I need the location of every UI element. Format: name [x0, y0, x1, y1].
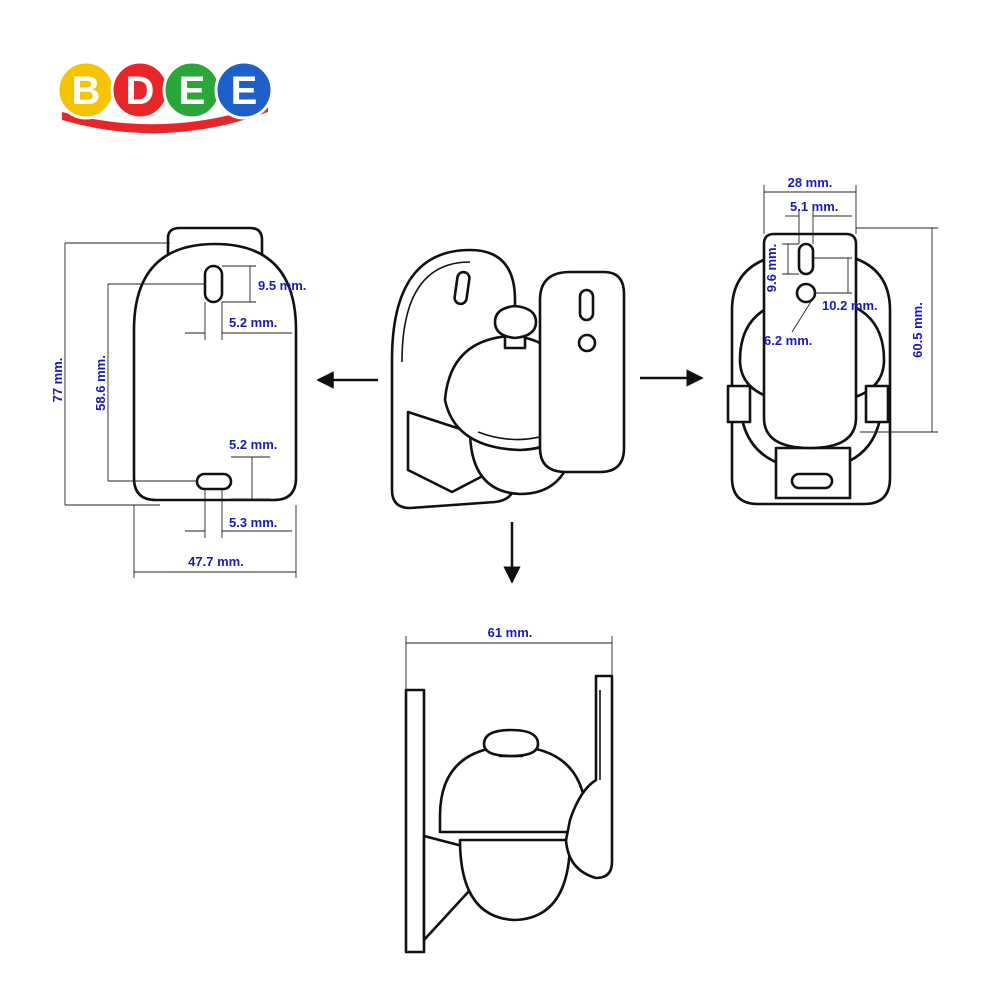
dim-hole-diameter: 6.2 mm. — [764, 333, 812, 348]
logo-swoosh — [62, 104, 268, 134]
back-plate — [132, 242, 298, 502]
perspective-speaker-plate — [538, 270, 626, 474]
dim-depth: 61 mm. — [488, 625, 533, 640]
front-slot — [797, 242, 815, 276]
dim-slot-width: 5.1 mm. — [790, 199, 838, 214]
side-view: 61 mm. — [404, 625, 614, 954]
dim-plate-width: 28 mm. — [788, 175, 833, 190]
front-view: 28 mm. 5.1 mm. 9.6 mm. 10.2 mm. 6.2 mm. … — [726, 175, 938, 506]
dim-hole-offset: 10.2 mm. — [822, 298, 878, 313]
front-arm-left — [726, 384, 752, 424]
dim-width: 47.7 mm. — [188, 554, 244, 569]
side-wall-plate — [404, 688, 426, 954]
logo-letter-d: D — [126, 69, 155, 113]
dim-slot-bottom-width: 5.3 mm. — [229, 515, 277, 530]
dim-height-total: 77 mm. — [50, 358, 65, 403]
front-speaker-plate — [762, 232, 858, 450]
side-ball-upper — [438, 744, 588, 834]
dim-plate-height: 60.5 mm. — [910, 302, 925, 358]
logo-circle-e2 — [214, 60, 274, 120]
side-ball-lower — [458, 838, 572, 922]
perspective-knob — [493, 304, 538, 340]
perspective-plate-slot — [453, 270, 471, 306]
perspective-speaker-hole — [577, 333, 597, 353]
logo-letter-e1: E — [179, 69, 206, 113]
dim-hole-spacing: 58.6 mm. — [93, 355, 108, 411]
perspective-view — [390, 248, 626, 510]
back-view: 77 mm. 58.6 mm. 9.5 mm. 5.2 mm. 5.2 mm. … — [50, 226, 306, 578]
logo-letter-b: B — [72, 69, 101, 113]
brand-logo: B D E E — [56, 60, 274, 134]
back-slot-top — [203, 264, 224, 304]
back-slot-bottom — [195, 472, 233, 491]
front-hole — [795, 282, 817, 304]
dim-slot-top-height: 9.5 mm. — [258, 278, 306, 293]
dim-slot-bottom-height: 5.2 mm. — [229, 437, 277, 452]
side-knob — [482, 728, 540, 758]
perspective-speaker-slot — [578, 288, 595, 322]
front-arm-right — [864, 384, 890, 424]
logo-letter-e2: E — [231, 69, 258, 113]
dim-slot-height: 9.6 mm. — [764, 244, 779, 292]
front-base-slot — [790, 472, 834, 490]
dim-slot-top-width: 5.2 mm. — [229, 315, 277, 330]
